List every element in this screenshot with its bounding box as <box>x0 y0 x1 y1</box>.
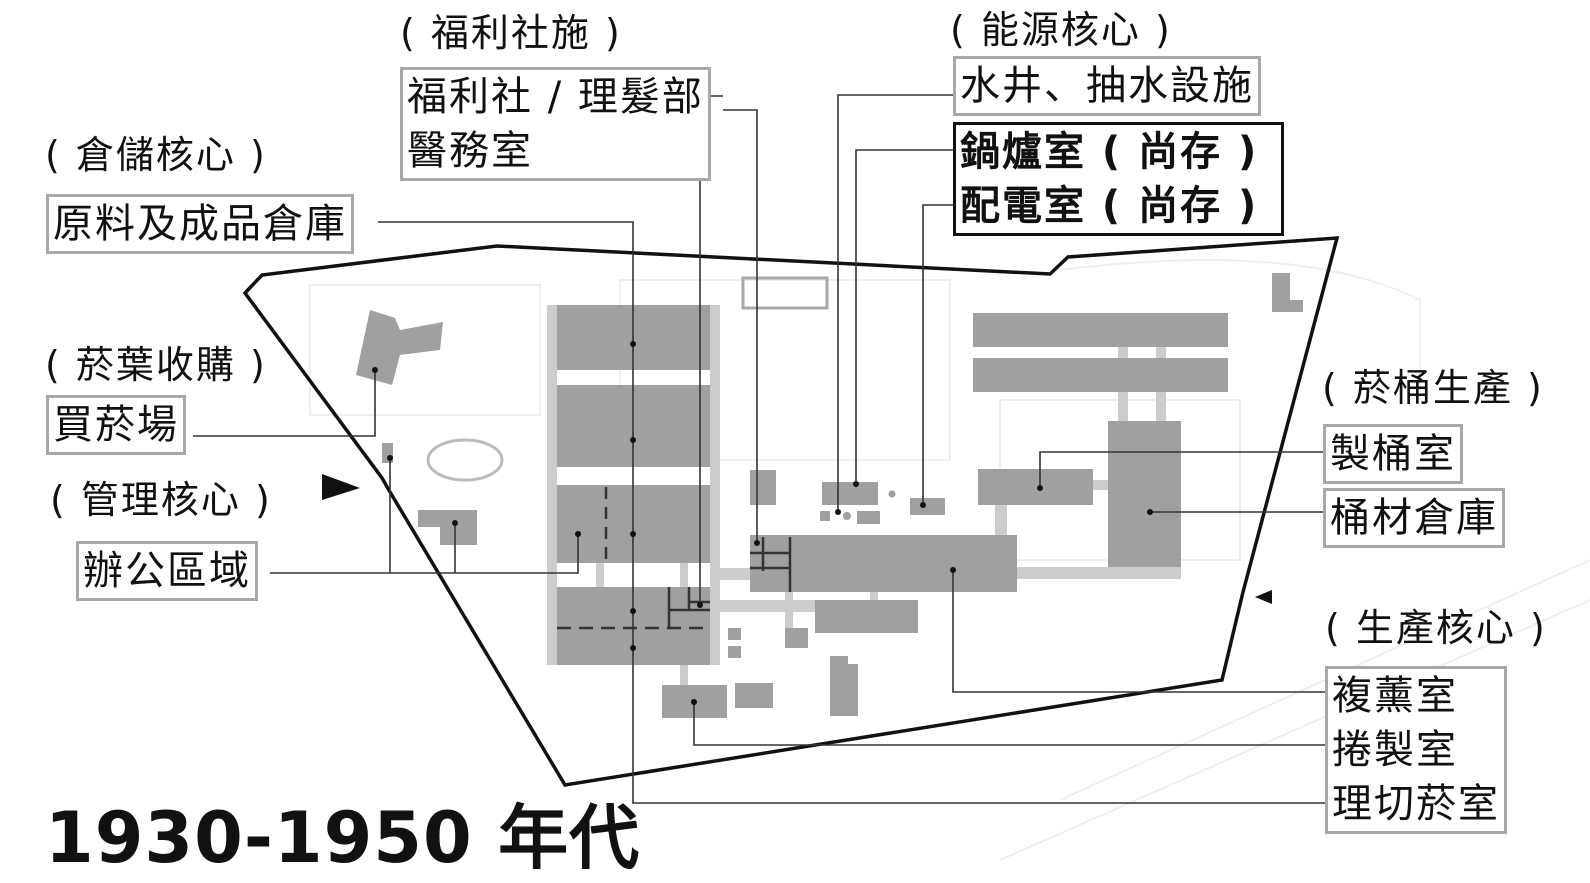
building <box>735 683 773 708</box>
building <box>1272 273 1303 312</box>
label-barrel-storage: 桶材倉庫 <box>1330 495 1498 541</box>
category-production: ( 生產核心 ) <box>1325 606 1547 650</box>
category-welfare: ( 福利社施 ) <box>400 11 622 55</box>
label-cutting: 理切菸室 <box>1332 781 1500 827</box>
label-barrel-room: 製桶室 <box>1330 431 1456 477</box>
site-boundary <box>242 236 1340 787</box>
category-purchase: ( 菸葉收購 ) <box>45 343 267 387</box>
label-box-purchase: 買菸場 <box>46 395 186 455</box>
building <box>785 628 808 648</box>
label-box-energy: 水井、抽水設施 <box>953 56 1261 116</box>
label-box-storage: 原料及成品倉庫 <box>46 194 354 254</box>
period-title: 1930-1950 年代 <box>45 797 641 879</box>
label-box-barrel-storage: 桶材倉庫 <box>1323 488 1505 548</box>
building <box>820 511 830 521</box>
building <box>822 482 878 505</box>
oval-track <box>426 438 504 482</box>
label-warehouse: 原料及成品倉庫 <box>53 201 347 247</box>
category-storage: ( 倉儲核心 ) <box>45 133 267 177</box>
label-shop-barber: 福利社 / 理髮部 <box>407 74 704 120</box>
building <box>830 656 858 716</box>
building <box>815 600 918 633</box>
label-office: 辦公區域 <box>83 548 251 594</box>
building <box>973 313 1228 347</box>
entrance-arrow-icon <box>322 474 360 500</box>
label-box-welfare: 福利社 / 理髮部 醫務室 <box>400 67 711 181</box>
building <box>1108 421 1181 567</box>
category-barrel: ( 菸桶生產 ) <box>1322 366 1544 410</box>
building <box>750 535 1017 592</box>
buildings <box>356 273 1303 718</box>
label-box-production: 複薰室 捲製室 理切菸室 <box>1325 666 1507 834</box>
category-management: ( 管理核心 ) <box>50 478 272 522</box>
building <box>973 358 1228 392</box>
label-tobacco-market: 買菸場 <box>53 402 179 448</box>
label-rolling: 捲製室 <box>1332 727 1458 773</box>
building <box>440 520 477 545</box>
building <box>750 470 776 505</box>
leader-dots <box>372 341 1153 705</box>
building <box>910 498 945 515</box>
label-box-management: 辦公區域 <box>76 541 258 601</box>
label-boiler-room: 鍋爐室 ( 尚存 ) <box>960 129 1259 175</box>
building <box>857 511 880 524</box>
building <box>382 443 393 463</box>
label-box-existing: 鍋爐室 ( 尚存 ) 配電室 ( 尚存 ) <box>953 122 1284 236</box>
building <box>728 628 741 640</box>
label-clinic: 醫務室 <box>407 128 533 174</box>
label-well-pump: 水井、抽水設施 <box>960 63 1254 109</box>
building <box>356 310 443 385</box>
label-box-barrel-room: 製桶室 <box>1323 424 1463 484</box>
category-energy: ( 能源核心 ) <box>950 8 1172 52</box>
label-redrying: 複薰室 <box>1332 673 1458 719</box>
label-power-room: 配電室 ( 尚存 ) <box>960 183 1259 229</box>
entrance-arrow-icon <box>1255 590 1272 604</box>
building <box>728 646 741 658</box>
building <box>978 469 1093 505</box>
outlined-structure <box>741 276 829 310</box>
